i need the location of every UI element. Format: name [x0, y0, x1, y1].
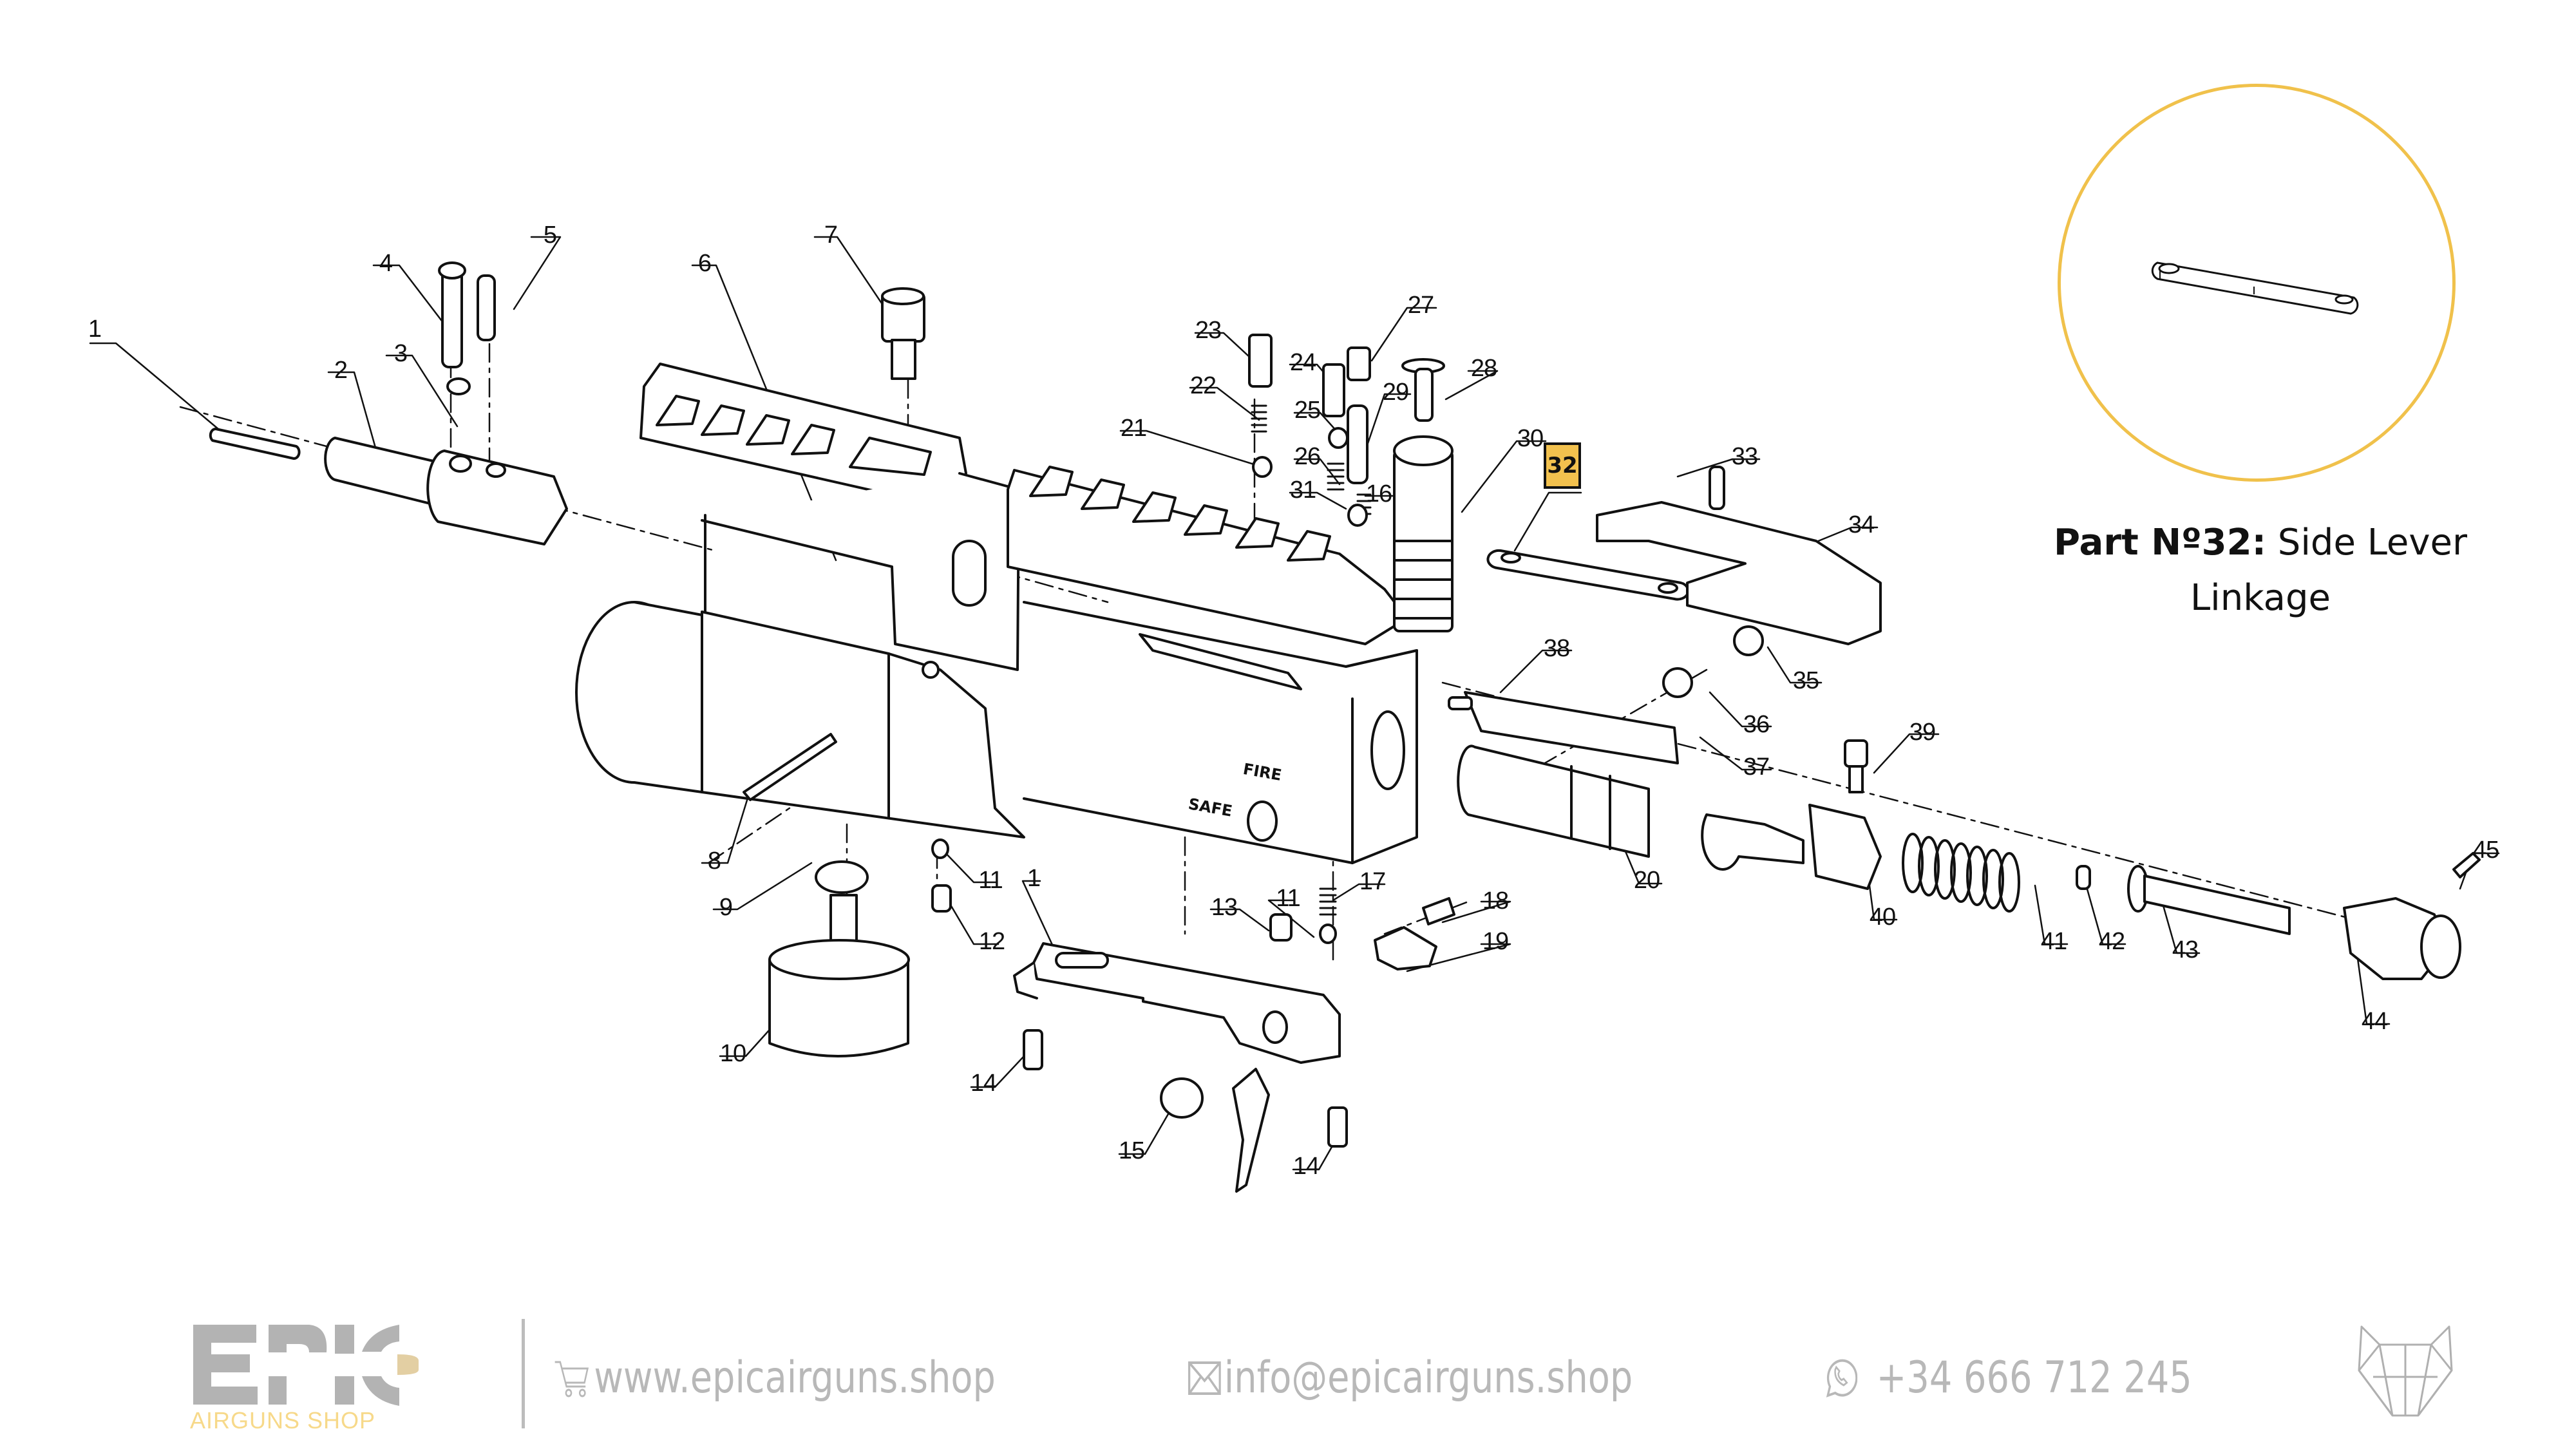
callout-label-26[interactable]: 26	[1294, 443, 1321, 470]
callout-label-7[interactable]: 7	[824, 222, 838, 249]
callout-label-45[interactable]: 45	[2472, 837, 2499, 864]
callout-label-31[interactable]: 31	[1289, 477, 1316, 504]
callout-label-11[interactable]: 11	[1276, 885, 1300, 912]
part-name-line1: Side Lever	[2277, 522, 2467, 564]
logo-subtitle: AIRGUNS SHOP	[190, 1407, 376, 1434]
callout-label-30[interactable]: 30	[1517, 425, 1544, 452]
email-text: info@epicairguns.shop	[1224, 1352, 1633, 1403]
callout-label-1[interactable]: 1	[1027, 865, 1041, 892]
epic-logo	[193, 1325, 419, 1406]
callout-label-16[interactable]: 16	[1365, 480, 1392, 507]
callout-label-1[interactable]: 1	[88, 316, 102, 343]
cart-icon	[554, 1361, 589, 1397]
callout-label-9[interactable]: 9	[719, 894, 733, 921]
callout-label-27[interactable]: 27	[1407, 292, 1434, 319]
callout-label-17[interactable]: 17	[1359, 868, 1386, 895]
callout-label-12[interactable]: 12	[978, 928, 1005, 955]
callout-label-25[interactable]: 25	[1294, 397, 1321, 424]
callout-label-2[interactable]: 2	[334, 357, 348, 384]
callout-label-6[interactable]: 6	[697, 250, 712, 277]
callout-label-42[interactable]: 42	[2098, 928, 2125, 955]
part-caption: Part Nº32: Side Lever Linkage	[2035, 515, 2486, 626]
whatsapp-icon	[1826, 1359, 1858, 1397]
side-lever-linkage-illustration	[2151, 261, 2359, 315]
part-name-line2: Linkage	[2190, 577, 2331, 619]
callout-label-22[interactable]: 22	[1189, 372, 1217, 399]
callout-label-34[interactable]: 34	[1848, 511, 1875, 538]
callout-label-3[interactable]: 3	[393, 340, 408, 367]
footer-divider	[522, 1319, 525, 1428]
callout-label-44[interactable]: 44	[2361, 1008, 2388, 1035]
part-detail-circle	[2058, 84, 2456, 482]
callout-label-36[interactable]: 36	[1743, 711, 1770, 738]
callout-label-14[interactable]: 14	[970, 1070, 997, 1097]
callout-label-43[interactable]: 43	[2172, 936, 2199, 963]
callout-label-28[interactable]: 28	[1470, 355, 1497, 382]
callout-label-8[interactable]: 8	[707, 848, 721, 875]
callout-label-38[interactable]: 38	[1543, 635, 1570, 662]
envelope-icon	[1188, 1361, 1221, 1395]
callout-label-41[interactable]: 41	[2040, 928, 2067, 955]
phone-link[interactable]: +34 666 712 245	[1823, 1352, 2192, 1403]
callout-label-35[interactable]: 35	[1792, 667, 1819, 694]
callout-label-39[interactable]: 39	[1909, 719, 1936, 746]
website-text: www.epicairguns.shop	[594, 1352, 996, 1403]
callout-label-40[interactable]: 40	[1869, 904, 1896, 931]
callout-label-23[interactable]: 23	[1195, 317, 1222, 344]
phone-text: +34 666 712 245	[1876, 1352, 2192, 1403]
callout-label-11[interactable]: 11	[978, 867, 1003, 894]
badge-label: 32	[1547, 453, 1578, 478]
callout-label-10[interactable]: 10	[719, 1040, 746, 1067]
callout-label-33[interactable]: 33	[1731, 443, 1758, 470]
part-number-label: Part Nº32:	[2054, 522, 2266, 564]
wolf-head-icon	[2358, 1325, 2453, 1417]
callout-label-4[interactable]: 4	[379, 250, 393, 277]
callout-label-24[interactable]: 24	[1289, 349, 1316, 376]
callout-label-14[interactable]: 14	[1293, 1153, 1320, 1180]
callout-label-37[interactable]: 37	[1743, 753, 1770, 781]
highlighted-part-badge[interactable]: 32	[1544, 442, 1581, 489]
callout-label-18[interactable]: 18	[1482, 887, 1509, 914]
callout-label-5[interactable]: 5	[543, 222, 557, 249]
callout-label-15[interactable]: 15	[1118, 1137, 1145, 1164]
website-link[interactable]: www.epicairguns.shop	[554, 1352, 996, 1403]
callout-label-21[interactable]: 21	[1120, 415, 1147, 442]
callout-label-20[interactable]: 20	[1633, 867, 1660, 894]
callout-label-13[interactable]: 13	[1211, 894, 1238, 921]
callout-label-29[interactable]: 29	[1382, 379, 1409, 406]
logo-accent	[397, 1354, 419, 1375]
callout-label-19[interactable]: 19	[1482, 928, 1509, 955]
email-link[interactable]: info@epicairguns.shop	[1188, 1352, 1633, 1403]
